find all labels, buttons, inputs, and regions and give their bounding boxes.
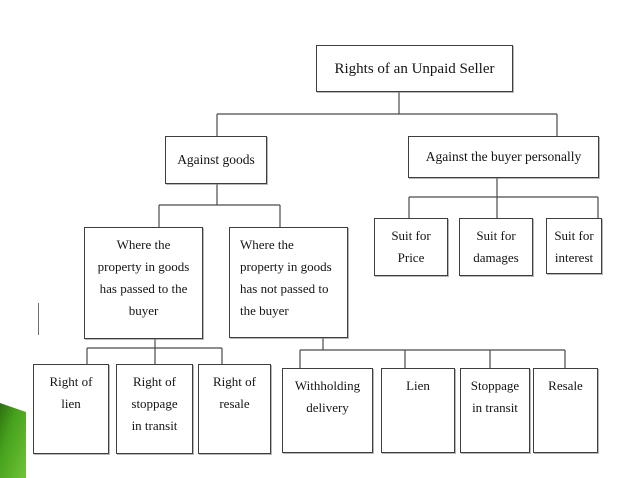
node-against-goods: Against goods [165,136,267,184]
connector-against-buyer-tree [408,178,599,218]
connector-passed-tree [86,339,223,364]
node-lien: Lien [381,368,455,453]
text-cursor [38,303,39,335]
node-right-of-stoppage: Right of stoppage in transit [116,364,193,454]
node-stoppage-in-transit: Stoppage in transit [460,368,530,453]
connector-against-goods-tree [158,184,281,227]
node-property-not-passed: Where the property in goods has not pass… [229,227,348,338]
node-suit-for-price: Suit for Price [374,218,448,276]
node-suit-for-damages: Suit for damages [459,218,533,276]
node-suit-for-interest: Suit for interest [546,218,602,274]
node-against-buyer-personally: Against the buyer personally [408,136,599,178]
connector-root-tree [216,92,558,136]
green-accent-shape [0,403,26,478]
node-right-of-resale: Right of resale [198,364,271,454]
green-accent-polygon [0,403,26,478]
node-resale: Resale [533,368,598,453]
node-right-of-lien: Right of lien [33,364,109,454]
node-withholding-delivery: Withholding delivery [282,368,373,453]
connector-not-passed-tree [299,338,566,368]
node-rights-of-unpaid-seller: Rights of an Unpaid Seller [316,45,513,92]
node-property-passed: Where the property in goods has passed t… [84,227,203,339]
